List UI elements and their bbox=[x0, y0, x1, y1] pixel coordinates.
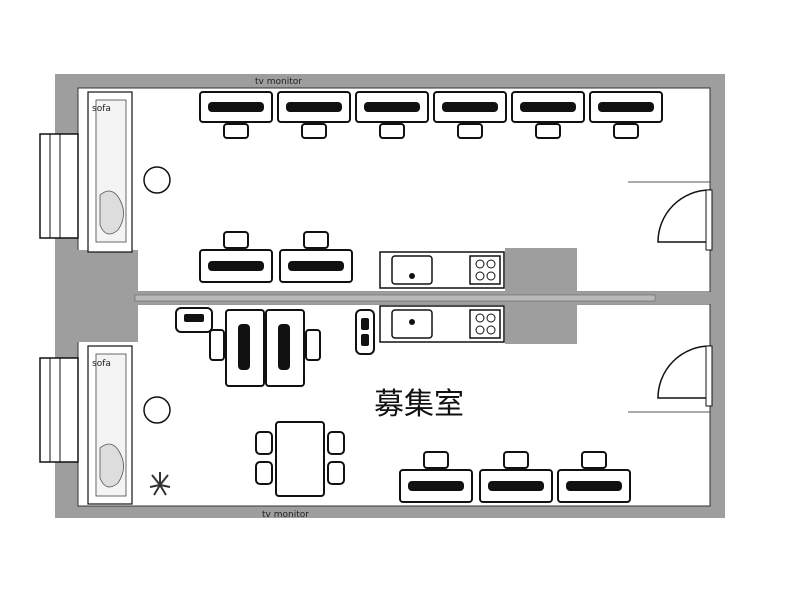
left-wall-block-top bbox=[55, 250, 138, 292]
sink-icon bbox=[391, 255, 433, 285]
chair-icon bbox=[613, 123, 639, 139]
desk-icon bbox=[511, 91, 585, 139]
chair-icon bbox=[223, 123, 249, 139]
stove-icon bbox=[469, 309, 501, 339]
chair-icon bbox=[301, 123, 327, 139]
chair-icon bbox=[423, 451, 449, 469]
chair-icon bbox=[223, 231, 249, 249]
kitchen-top bbox=[379, 251, 505, 289]
chair-icon bbox=[327, 461, 345, 485]
meeting-table bbox=[255, 421, 345, 497]
sofa-bottom-label: sofa bbox=[92, 359, 111, 369]
tv-monitor-bottom-label: tv monitor bbox=[262, 510, 309, 520]
sofa-bottom bbox=[87, 345, 133, 505]
desk-icon bbox=[557, 451, 631, 503]
door-icon bbox=[628, 345, 713, 413]
tv-monitor-top-label: tv monitor bbox=[255, 77, 302, 87]
right-wall-block-bottom bbox=[505, 304, 577, 344]
sofa-top bbox=[87, 91, 133, 253]
chair-icon bbox=[255, 461, 273, 485]
chair-icon bbox=[457, 123, 483, 139]
desk-icon bbox=[589, 91, 663, 139]
partition-inner-line bbox=[134, 294, 656, 302]
chair-icon bbox=[327, 431, 345, 455]
chair-icon bbox=[209, 329, 225, 361]
desk-icon bbox=[399, 451, 473, 503]
desk-icon bbox=[279, 231, 353, 283]
desk-icon bbox=[479, 451, 553, 503]
window-icon bbox=[39, 357, 79, 463]
desk-icon bbox=[433, 91, 507, 139]
stool-icon bbox=[355, 309, 375, 355]
desk-icon bbox=[277, 91, 351, 139]
chair-icon bbox=[503, 451, 529, 469]
chair-icon bbox=[379, 123, 405, 139]
window-icon bbox=[39, 133, 79, 239]
chair-icon bbox=[581, 451, 607, 469]
round-table-icon bbox=[143, 396, 171, 424]
meeting-table-pair bbox=[209, 309, 321, 387]
chair-icon bbox=[305, 329, 321, 361]
chair-icon bbox=[255, 431, 273, 455]
round-table-icon bbox=[143, 166, 171, 194]
kitchen-bottom bbox=[379, 305, 505, 343]
stove-icon bbox=[469, 255, 501, 285]
chair-icon bbox=[535, 123, 561, 139]
desk-icon bbox=[355, 91, 429, 139]
desk-icon bbox=[199, 91, 273, 139]
chair-icon bbox=[303, 231, 329, 249]
desk-icon bbox=[199, 231, 273, 283]
printer-icon bbox=[175, 307, 213, 333]
sofa-top-label: sofa bbox=[92, 104, 111, 114]
door-icon bbox=[628, 181, 713, 251]
left-wall-block-bottom bbox=[55, 304, 138, 342]
right-wall-block bbox=[505, 248, 577, 292]
plant-icon bbox=[149, 472, 171, 496]
room-status-label: 募集室 bbox=[374, 387, 464, 422]
